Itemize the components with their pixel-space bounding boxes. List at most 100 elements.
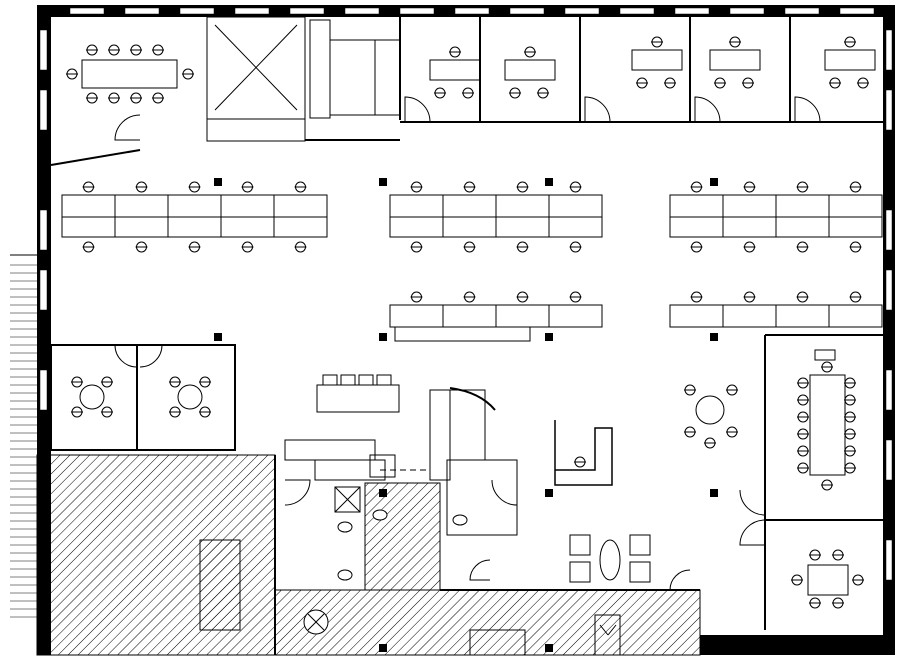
workstation-desk [548,194,603,218]
door-swing [491,479,518,506]
workstation-desk [389,304,444,328]
workstation-desk [495,304,550,328]
column [545,333,553,341]
window [885,539,893,581]
office-desk [824,49,876,71]
window [39,209,48,251]
workstation-desk [669,304,724,328]
hatched-area [364,482,441,591]
workstation-desk [722,216,777,238]
workstation-desk [442,194,497,218]
workstation-desk [167,194,222,218]
window [885,209,893,251]
door-swing [794,96,821,123]
workstation-desk [220,194,275,218]
door-swing [669,569,691,591]
workstation-desk [775,216,830,238]
workstation-desk [389,216,444,238]
bench [316,384,400,413]
storage [374,39,401,116]
hatched-area [274,589,701,656]
door-swing [469,559,491,581]
door-swing [284,479,311,506]
window [564,7,600,15]
column [379,644,387,652]
window [839,7,875,15]
workstation-desk [722,194,777,218]
conference-table [809,374,846,476]
workstation-desk [828,216,883,238]
door-swing [694,96,721,123]
round-table [695,395,725,425]
riser [594,614,621,656]
wall [284,439,376,461]
structural-columns [214,178,718,652]
window [885,369,893,411]
lounge-chair [569,534,591,556]
office-desk [504,59,556,81]
meeting-rooms [50,344,236,451]
window [619,7,655,15]
sink-counter [369,454,396,478]
workstation-desk [61,216,116,238]
exterior-wall-left [37,5,51,655]
chair-icon [358,374,374,386]
window [454,7,490,15]
column [710,489,718,497]
workstation-desk [220,216,275,238]
workstation-desk [389,194,444,218]
workstation-desk [114,194,169,218]
toilet-icon [452,514,468,526]
window [399,7,435,15]
window [885,29,893,71]
office-desk [429,59,481,81]
workstation-desk [548,304,603,328]
wall [449,389,486,461]
workstation-desk [775,304,830,328]
window [69,7,105,15]
column [545,644,553,652]
furniture [61,36,883,635]
filing-cabinets [394,326,531,342]
hatched-area [199,539,241,631]
door-swing [114,114,141,141]
column [214,178,222,186]
column [379,333,387,341]
reception-desk [554,420,613,486]
toilet-icon [337,569,353,581]
workstation-desk [722,304,777,328]
column [379,178,387,186]
service-core-hatched-area [36,454,701,656]
round-table [79,384,105,410]
workstation-desk [669,194,724,218]
office-desk [631,49,683,71]
workstation-desk [442,216,497,238]
door-swing [739,519,766,546]
window [784,7,820,15]
workstation-desk [548,216,603,238]
shower-x [334,486,361,513]
wall-angled [50,149,141,166]
column [710,333,718,341]
coffee-table [599,539,621,581]
column [545,178,553,186]
window [885,269,893,311]
window [39,29,48,71]
lounge-chair [629,561,651,583]
door-swing [739,489,766,516]
door-swing [584,96,611,123]
round-table [177,384,203,410]
elevator-lobby [206,118,306,142]
door-swing [139,344,163,368]
stair-core [329,39,376,116]
shaft [309,19,331,119]
workstation-desk [61,194,116,218]
y-symbol [599,624,609,636]
window [509,7,545,15]
column [710,178,718,186]
door-swing [404,96,431,123]
walls [10,5,895,656]
window [729,7,765,15]
lounge-chair [629,534,651,556]
